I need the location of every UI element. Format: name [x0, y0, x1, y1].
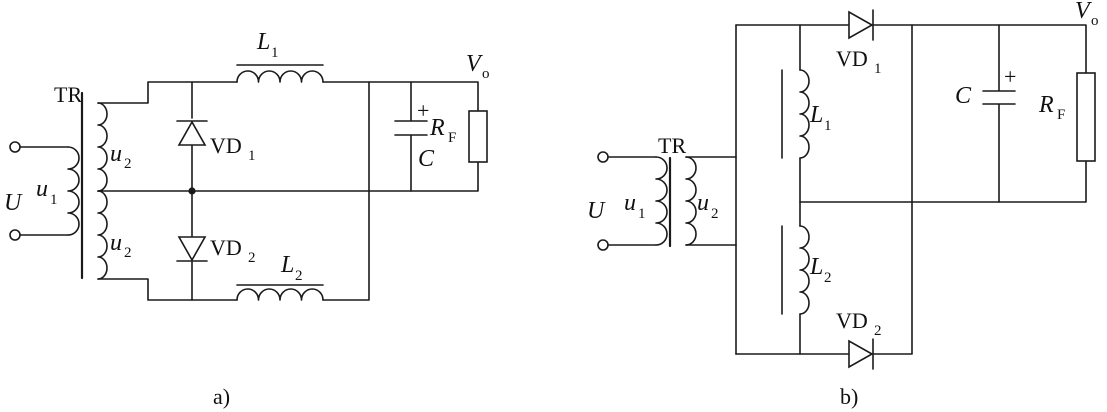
diode-vd1-a	[177, 120, 207, 146]
primary-winding-a	[67, 146, 80, 236]
load-sub-b: F	[1057, 107, 1065, 123]
wire-bottom-a	[97, 81, 370, 301]
secondary-lead-b	[685, 156, 737, 246]
wire-return-b	[799, 160, 1087, 203]
primary-label-a: u	[36, 176, 48, 202]
secondary-winding-top-a	[97, 102, 108, 192]
inductor-l2-a	[236, 288, 324, 301]
capacitor-b	[982, 24, 1016, 203]
diode-vd2-b	[848, 339, 874, 369]
output-sub-a: o	[482, 66, 490, 82]
input-label-b: U	[587, 198, 606, 224]
secondary-winding-b	[685, 156, 697, 246]
primary-label-b: u	[624, 190, 636, 216]
load-resistor-a	[468, 110, 488, 163]
diode-vd2-a	[177, 236, 207, 262]
inductor-l2-label-a: L	[280, 252, 294, 278]
capacitor-polarity-b: +	[1004, 64, 1016, 89]
diode-vd2-label-a: VD	[210, 235, 242, 260]
secondary-top-sub-a: 2	[124, 156, 132, 172]
diode-vd1-b	[848, 10, 874, 40]
input-lead-a	[19, 146, 69, 236]
load-label-b: R	[1038, 92, 1054, 118]
inductor-l1-label-b: L	[809, 102, 823, 128]
secondary-sub-b: 2	[711, 206, 719, 222]
inductor-l2-b	[799, 225, 810, 315]
primary-sub-b: 1	[638, 206, 646, 222]
primary-sub-a: 1	[50, 192, 58, 208]
circuit-a: TR U u 1 u 2 u 2 VD 1 VD 2 L 1 L 2 V o +…	[4, 29, 490, 409]
diode-vd2-sub-b: 2	[874, 323, 882, 339]
capacitor-label-a: C	[418, 146, 435, 172]
diode-vd2-sub-a: 2	[248, 250, 256, 266]
input-terminal-top-a	[9, 141, 21, 153]
output-label-a: V	[466, 51, 483, 77]
caption-a: a)	[213, 384, 230, 409]
transformer-label-b: TR	[658, 133, 686, 158]
inductor-l2-label-b: L	[809, 254, 823, 280]
secondary-top-label-a: u	[110, 141, 122, 167]
wire-top-b	[735, 24, 1087, 74]
load-resistor-b	[1076, 72, 1096, 162]
output-sub-b: o	[1091, 13, 1099, 29]
capacitor-a	[394, 81, 428, 192]
output-label-b: V	[1075, 0, 1092, 24]
wire-center-a	[97, 161, 479, 192]
primary-winding-b	[655, 156, 668, 246]
diode-vd1-label-a: VD	[210, 133, 242, 158]
caption-b: b)	[840, 384, 858, 409]
inductor-l2-sub-a: 2	[295, 268, 303, 284]
circuit-b: TR U u 1 u 2 VD 1 VD 2 L 1 L 2 V o + C R…	[587, 0, 1099, 409]
load-sub-a: F	[448, 130, 456, 146]
inductor-l1-a	[236, 70, 324, 83]
diode-vd1-sub-b: 1	[874, 61, 882, 77]
input-terminal-top-b	[597, 151, 609, 163]
transformer-label-a: TR	[54, 82, 82, 107]
inductor-l2-sub-b: 2	[824, 270, 832, 286]
inductor-l1-b	[799, 69, 810, 159]
input-label-a: U	[4, 190, 23, 216]
input-terminal-bottom-a	[9, 229, 21, 241]
diode-vd1-label-b: VD	[836, 46, 868, 71]
diode-vd2-label-b: VD	[836, 308, 868, 333]
inductor-l1-sub-b: 1	[824, 118, 832, 134]
secondary-label-b: u	[697, 190, 709, 216]
inductor-l1-sub-a: 1	[271, 45, 279, 61]
load-label-a: R	[429, 115, 445, 141]
capacitor-polarity-a: +	[417, 98, 429, 123]
diode-vd1-sub-a: 1	[248, 148, 256, 164]
input-terminal-bottom-b	[597, 239, 609, 251]
input-lead-b	[607, 156, 657, 246]
wire-bottom-b	[735, 201, 913, 355]
inductor-l1-label-a: L	[256, 29, 270, 55]
secondary-bottom-label-a: u	[110, 230, 122, 256]
capacitor-label-b: C	[955, 83, 972, 109]
secondary-winding-bottom-a	[97, 190, 108, 280]
secondary-bottom-sub-a: 2	[124, 245, 132, 261]
